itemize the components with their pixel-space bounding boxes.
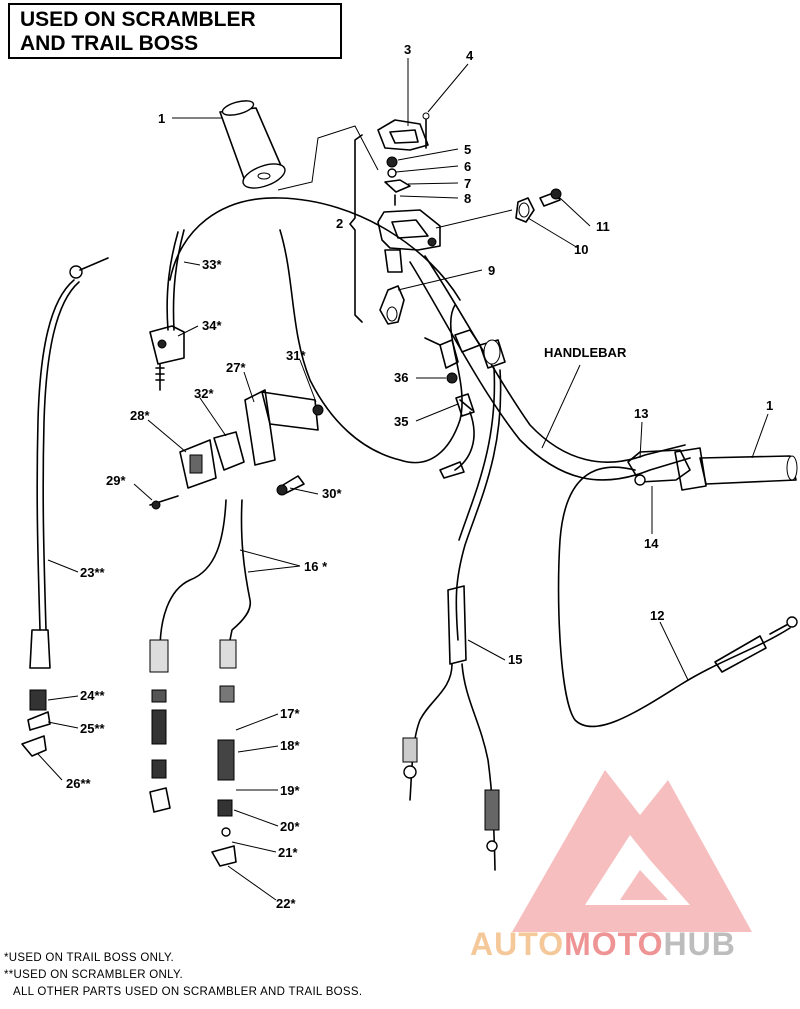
label-handlebar: HANDLEBAR: [544, 345, 627, 360]
label-11: 11: [596, 219, 610, 234]
cable-16: [149, 499, 252, 867]
label-12: 12: [650, 608, 664, 623]
grip-left: [219, 100, 286, 189]
label-8: 8: [464, 191, 471, 206]
label-16: 16 *: [304, 559, 328, 574]
label-10: 10: [574, 242, 588, 257]
label-34: 34*: [202, 318, 222, 333]
label-28: 28*: [130, 408, 150, 423]
label-15: 15: [508, 652, 522, 667]
label-26: 26**: [66, 776, 92, 791]
label-33: 33*: [202, 257, 222, 272]
footnote-2: **USED ON SCRAMBLER ONLY.: [4, 969, 183, 981]
label-18: 18*: [280, 738, 300, 753]
cable-12: [557, 466, 798, 728]
label-20: 20*: [280, 819, 300, 834]
cable-33: [149, 229, 185, 391]
watermark-moto: MOTO: [564, 926, 664, 962]
footnote-1: *USED ON TRAIL BOSS ONLY.: [4, 952, 175, 964]
label-7: 7: [464, 176, 471, 191]
title-box: USED ON SCRAMBLER AND TRAIL BOSS: [8, 3, 342, 59]
clamp-parts: [515, 188, 562, 223]
label-14: 14: [644, 536, 659, 551]
title-line-1: USED ON SCRAMBLER: [20, 8, 256, 31]
leader-lines: [37, 58, 769, 901]
watermark-auto: AUTO: [470, 926, 565, 962]
label-29: 29*: [106, 473, 126, 488]
part-labels: 1 2 3 4 5 6 7 8 9 10 11 12 13 14 15 16 *…: [66, 42, 773, 911]
watermark-text: AUTOMOTOHUB: [470, 926, 736, 963]
watermark-logo: [512, 770, 752, 932]
label-2: 2: [336, 216, 343, 231]
label-17: 17*: [280, 706, 300, 721]
label-6: 6: [464, 159, 471, 174]
label-25: 25**: [80, 721, 106, 736]
label-4: 4: [466, 48, 474, 63]
label-31: 31*: [286, 348, 306, 363]
label-19: 19*: [280, 783, 300, 798]
label-36: 36: [394, 370, 408, 385]
switch-housing-parts: [149, 389, 465, 510]
label-27: 27*: [226, 360, 246, 375]
label-35: 35: [394, 414, 408, 429]
label-21: 21*: [278, 845, 298, 860]
label-24: 24**: [80, 688, 106, 703]
title-line-2: AND TRAIL BOSS: [20, 32, 199, 55]
cable-15: [402, 367, 502, 871]
label-5: 5: [464, 142, 471, 157]
footnotes: *USED ON TRAIL BOSS ONLY. **USED ON SCRA…: [4, 950, 362, 1001]
cable-23: [21, 257, 109, 757]
label-23: 23**: [80, 565, 106, 580]
watermark-hub: HUB: [663, 926, 736, 962]
footnote-3: ALL OTHER PARTS USED ON SCRAMBLER AND TR…: [13, 986, 363, 998]
throttle-housing: [377, 112, 441, 325]
label-9: 9: [488, 263, 495, 278]
label-30: 30*: [322, 486, 342, 501]
label-32: 32*: [194, 386, 214, 401]
handlebar: [409, 255, 691, 481]
label-1-left: 1: [158, 111, 165, 126]
label-1-right: 1: [766, 398, 773, 413]
label-3: 3: [404, 42, 411, 57]
label-13: 13: [634, 406, 648, 421]
label-22: 22*: [276, 896, 296, 911]
